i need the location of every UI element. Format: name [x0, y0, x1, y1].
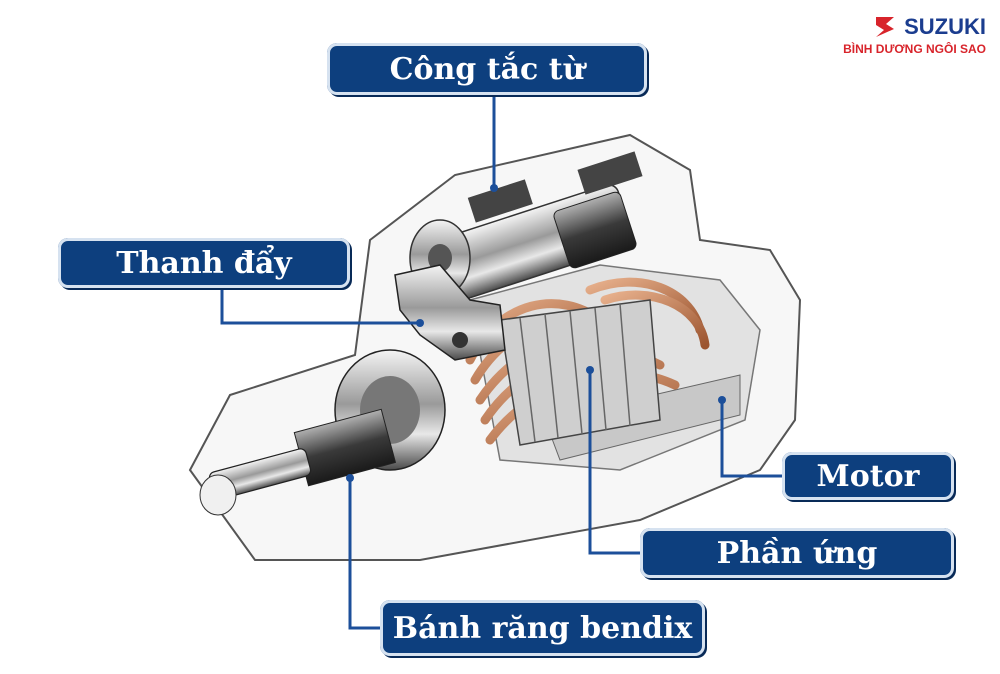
- leader-motor: [720, 400, 782, 478]
- leader-dots: [346, 184, 726, 482]
- shift-lever: [394, 264, 506, 361]
- label-push-rod: Thanh đẩy: [58, 238, 350, 288]
- leader-lines: [220, 95, 782, 630]
- brand-subtitle: BÌNH DƯƠNG NGÔI SAO: [843, 42, 986, 56]
- brand-name: SUZUKI: [904, 14, 986, 39]
- suzuki-s-icon: [876, 17, 895, 37]
- label-motor: Motor: [782, 452, 954, 500]
- label-bendix-gear: Bánh răng bendix: [380, 600, 705, 656]
- armature-core: [499, 299, 661, 446]
- label-armature: Phần ứng: [640, 528, 954, 578]
- label-magnetic-switch: Công tắc từ: [327, 43, 647, 95]
- leader-push-rod: [220, 288, 420, 325]
- brand-logo: SUZUKI BÌNH DƯƠNG NGÔI SAO: [843, 14, 986, 56]
- leader-armature: [588, 370, 640, 555]
- leader-bendix: [348, 478, 380, 630]
- drive-assembly: [199, 349, 446, 516]
